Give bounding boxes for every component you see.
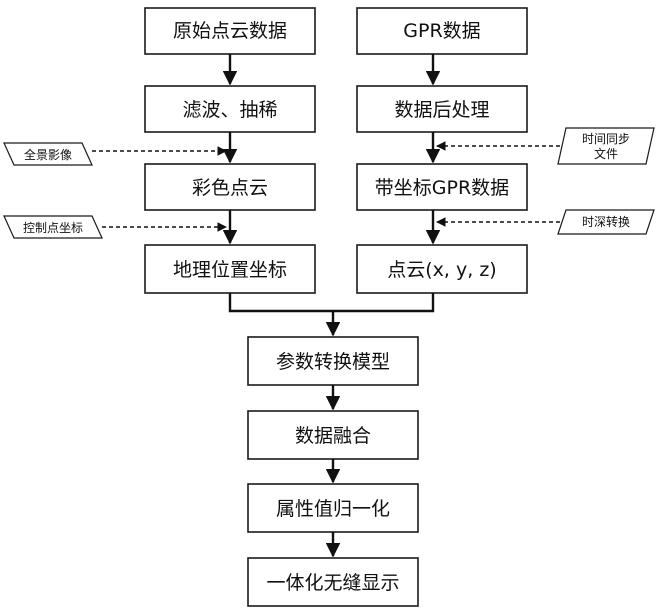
- input-time-sync-label-2: 文件: [594, 146, 618, 161]
- input-control-points-label: 控制点坐标: [23, 221, 83, 235]
- input-time-sync: 时间同步 文件: [558, 128, 654, 164]
- input-time-depth-label: 时深转换: [582, 214, 630, 229]
- node-normalization: 属性值归一化: [248, 484, 418, 532]
- node-color-point-cloud-label: 彩色点云: [192, 177, 268, 199]
- input-control-points: 控制点坐标: [4, 216, 102, 238]
- node-point-cloud-xyz-label: 点云(x, y, z): [387, 259, 496, 281]
- node-geo-coordinates-label: 地理位置坐标: [173, 259, 287, 281]
- input-panorama-label: 全景影像: [24, 147, 72, 162]
- merge-connector: [230, 293, 433, 311]
- node-gpr-with-coords-label: 带坐标GPR数据: [375, 177, 509, 199]
- node-gpr-data: GPR数据: [357, 8, 527, 54]
- input-panorama: 全景影像: [4, 143, 92, 165]
- node-color-point-cloud: 彩色点云: [145, 164, 315, 210]
- node-filter-thin-label: 滤波、抽稀: [182, 99, 277, 121]
- node-geo-coordinates: 地理位置坐标: [145, 245, 315, 293]
- node-post-processing-label: 数据后处理: [394, 99, 489, 121]
- node-seamless-display-label: 一体化无缝显示: [266, 572, 399, 594]
- node-post-processing: 数据后处理: [357, 86, 527, 132]
- node-point-cloud-xyz: 点云(x, y, z): [357, 245, 527, 293]
- node-normalization-label: 属性值归一化: [276, 498, 390, 520]
- node-raw-point-cloud: 原始点云数据: [145, 8, 315, 54]
- input-time-sync-label-1: 时间同步: [582, 132, 630, 146]
- input-time-depth: 时深转换: [558, 210, 654, 234]
- node-data-fusion: 数据融合: [248, 411, 418, 459]
- node-gpr-data-label: GPR数据: [403, 20, 480, 42]
- node-parameter-model: 参数转换模型: [248, 337, 418, 385]
- node-filter-thin: 滤波、抽稀: [145, 86, 315, 132]
- node-parameter-model-label: 参数转换模型: [276, 351, 390, 373]
- node-seamless-display: 一体化无缝显示: [248, 558, 418, 606]
- node-gpr-with-coords: 带坐标GPR数据: [357, 164, 527, 210]
- node-raw-point-cloud-label: 原始点云数据: [173, 20, 287, 42]
- node-data-fusion-label: 数据融合: [295, 425, 371, 447]
